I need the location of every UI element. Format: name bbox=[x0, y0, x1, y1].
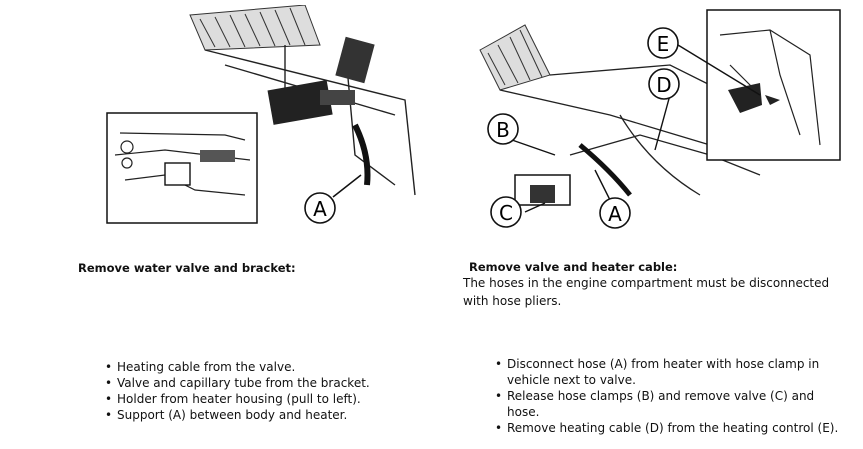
callout-a-label: A bbox=[608, 202, 622, 226]
list-item: Release hose clamps (B) and remove valve… bbox=[495, 388, 845, 420]
water-valve-illustration: A bbox=[106, 4, 416, 224]
right-steps-list: Disconnect hose (A) from heater with hos… bbox=[495, 356, 845, 436]
figure-valve-heater-cable: E D B C A bbox=[470, 5, 845, 235]
right-section-heading: Remove valve and heater cable: bbox=[469, 260, 678, 274]
callout-d-circle bbox=[648, 68, 680, 100]
callout-b-circle bbox=[487, 113, 519, 145]
callout-e-circle bbox=[647, 27, 679, 59]
callout-b-label: B bbox=[496, 118, 510, 142]
callout-d-label: D bbox=[656, 73, 671, 97]
callout-c-label: C bbox=[499, 201, 513, 225]
list-item: Support (A) between body and heater. bbox=[105, 407, 435, 423]
valve-heater-illustration: E D B C A bbox=[479, 9, 841, 229]
right-section-paragraph: The hoses in the engine compartment must… bbox=[463, 276, 830, 308]
list-item: Heating cable from the valve. bbox=[105, 359, 435, 375]
callout-e-label: E bbox=[657, 32, 670, 56]
callout-a-circle bbox=[304, 192, 336, 224]
list-item: Valve and capillary tube from the bracke… bbox=[105, 375, 435, 391]
list-item: Disconnect hose (A) from heater with hos… bbox=[495, 356, 845, 388]
callout-a-circle bbox=[599, 197, 631, 229]
left-steps-list: Heating cable from the valve. Valve and … bbox=[105, 359, 435, 423]
callout-a-label: A bbox=[313, 197, 327, 221]
left-section-heading: Remove water valve and bracket: bbox=[78, 261, 296, 275]
figure-water-valve-bracket: A bbox=[105, 4, 425, 230]
callout-c-circle bbox=[490, 196, 522, 228]
list-item: Remove heating cable (D) from the heatin… bbox=[495, 420, 845, 436]
list-item: Holder from heater housing (pull to left… bbox=[105, 391, 435, 407]
